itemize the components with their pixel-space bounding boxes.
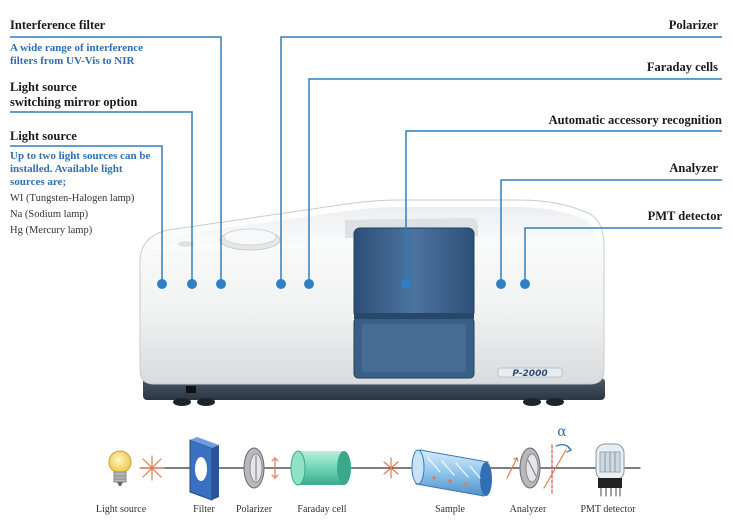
path-label-faraday-cell: Faraday cell <box>297 504 347 515</box>
callout-dots <box>157 279 530 289</box>
rotation-angle-icon <box>543 444 573 496</box>
foot-icon <box>173 398 191 406</box>
pmt-detector-title: PMT detector <box>647 209 722 223</box>
callout-lines <box>10 36 722 283</box>
rotated-light-icon <box>506 457 519 479</box>
lamp-item: Na (Sodium lamp) <box>10 209 89 220</box>
path-label-filter: Filter <box>193 504 215 515</box>
path-label-sample: Sample <box>435 504 465 515</box>
analyzer-title: Analyzer <box>669 161 718 175</box>
power-switch-icon <box>186 386 196 393</box>
model-badge: P-2000 <box>512 369 547 379</box>
mirror-option-title-line1: Light source <box>10 80 77 94</box>
alpha-symbol: α <box>557 424 567 440</box>
analyzer-icon <box>519 447 541 489</box>
light-bulb-icon <box>108 450 132 486</box>
interference-filter-desc: A wide range of interference filters fro… <box>10 42 143 67</box>
path-label-pmt-detector: PMT detector <box>580 504 636 515</box>
path-label-polarizer: Polarizer <box>235 504 273 515</box>
unpolarized-light-icon <box>139 455 165 481</box>
foot-icon <box>523 398 541 406</box>
foot-icon <box>546 398 564 406</box>
dot-icon <box>304 279 314 289</box>
path-label-light-source: Light source <box>95 504 147 515</box>
pmt-detector-icon <box>595 443 625 497</box>
mirror-option-title-line2: switching mirror option <box>10 95 138 109</box>
dot-icon <box>520 279 530 289</box>
faraday-cells-title: Faraday cells <box>646 60 718 74</box>
dot-icon <box>157 279 167 289</box>
light-source-title: Light source <box>10 129 77 143</box>
polarizer-icon <box>243 447 265 489</box>
faraday-cell-icon <box>290 450 351 486</box>
polarizer-title: Polarizer <box>668 18 718 32</box>
dot-icon <box>401 279 411 289</box>
path-label-analyzer: Analyzer <box>509 504 547 515</box>
sample-cell-icon <box>411 449 492 497</box>
dot-icon <box>276 279 286 289</box>
lamp-item: WI (Tungsten-Halogen lamp) <box>10 193 135 204</box>
sample-compartment-cover <box>353 227 475 319</box>
light-source-desc: Up to two light sources can be installed… <box>10 150 151 188</box>
filter-icon <box>189 437 219 501</box>
dot-icon <box>216 279 226 289</box>
dot-icon <box>187 279 197 289</box>
dot-icon <box>496 279 506 289</box>
optical-path <box>108 437 641 501</box>
interference-filter-title: Interference filter <box>10 18 106 32</box>
polarized-light-icon <box>271 457 279 479</box>
lamp-item: Hg (Mercury lamp) <box>10 225 93 236</box>
rotated-light-icon <box>383 457 399 479</box>
foot-icon <box>197 398 215 406</box>
auto-recognition-title: Automatic accessory recognition <box>548 113 722 127</box>
